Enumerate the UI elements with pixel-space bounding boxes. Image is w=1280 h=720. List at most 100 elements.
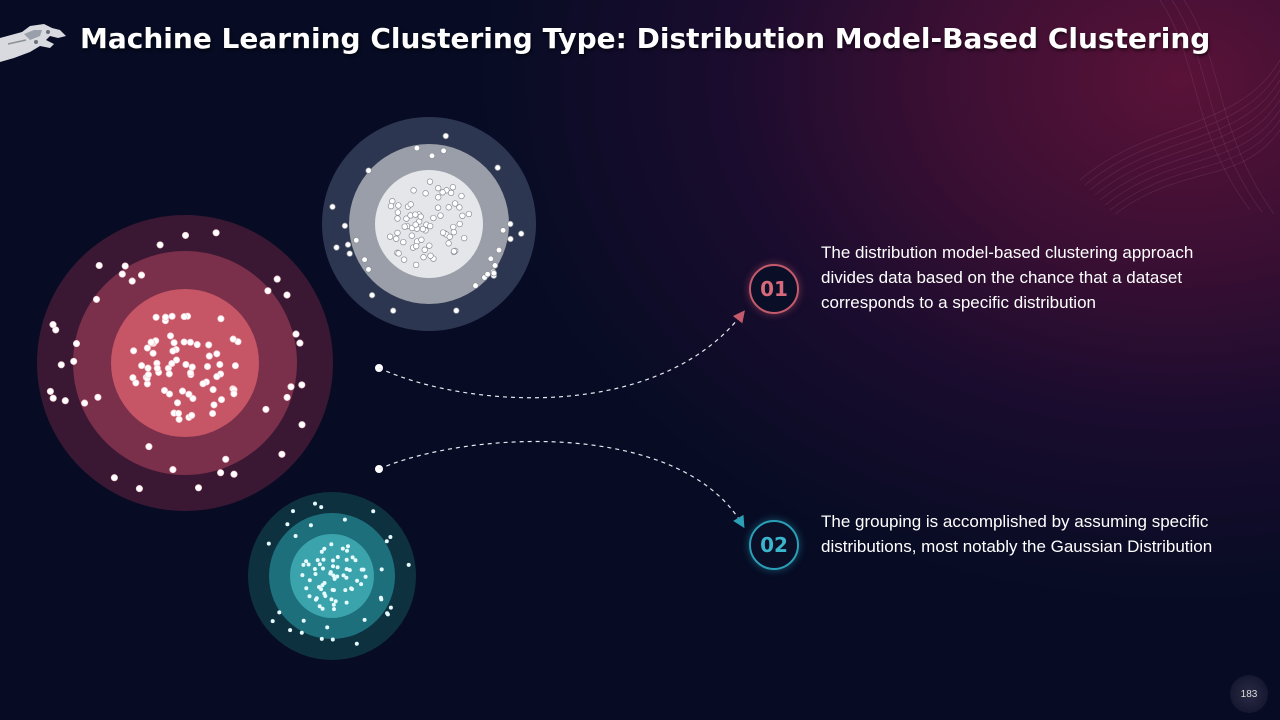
step-description-01: The distribution model-based clustering … — [821, 243, 1194, 312]
cluster-point — [378, 595, 383, 600]
cluster-point — [410, 187, 417, 194]
cluster-point — [430, 214, 437, 222]
cluster-point — [285, 522, 290, 527]
cluster-point — [264, 287, 272, 295]
cluster-point — [315, 558, 320, 563]
cluster-point — [320, 606, 325, 611]
cluster-point — [181, 231, 190, 239]
cluster-point — [168, 312, 176, 320]
cluster-point — [172, 356, 181, 364]
cluster-point — [230, 390, 238, 398]
cluster-point — [341, 222, 349, 229]
cluster-point — [487, 255, 494, 262]
cluster-point — [445, 204, 452, 211]
cluster-point — [417, 213, 424, 220]
cluster-point — [216, 360, 224, 369]
cluster-point — [347, 568, 352, 573]
cluster-point — [308, 523, 313, 528]
cluster-point — [144, 364, 152, 372]
cluster-point — [350, 555, 355, 560]
cluster-point — [312, 567, 317, 571]
cluster-point — [368, 292, 376, 299]
cluster-point — [456, 220, 463, 228]
cluster-point — [160, 386, 169, 395]
step-badge-01: 01 — [749, 264, 799, 314]
cluster-point — [270, 619, 275, 624]
cluster-point — [135, 485, 143, 493]
red-cluster — [37, 215, 333, 511]
cluster-point — [152, 313, 160, 321]
cluster-point — [427, 222, 434, 230]
cluster-point — [426, 242, 433, 249]
cluster-point — [277, 610, 282, 615]
cluster-point — [507, 220, 514, 228]
cluster-point — [217, 396, 226, 404]
cluster-point — [446, 233, 453, 240]
cluster-point — [456, 204, 463, 211]
cluster-point — [499, 227, 507, 234]
cluster-point — [322, 591, 327, 596]
cluster-point — [353, 558, 358, 563]
cluster-point — [413, 144, 421, 152]
cluster-point — [343, 588, 348, 593]
cluster-point — [395, 202, 402, 209]
cluster-point — [453, 307, 460, 314]
cluster-point — [354, 641, 359, 646]
teal-cluster — [248, 492, 416, 660]
cluster-point — [229, 335, 237, 343]
cluster-point — [173, 399, 182, 407]
cluster-point — [283, 393, 291, 401]
cluster-point — [128, 277, 136, 285]
cluster-point — [329, 542, 334, 547]
cluster-point — [299, 630, 304, 635]
cluster-point — [427, 252, 434, 259]
cluster-point — [298, 381, 306, 389]
cluster-point — [168, 359, 176, 368]
cluster-point — [262, 405, 270, 413]
cluster-point — [46, 387, 54, 395]
cluster-point — [335, 565, 340, 570]
cluster-point — [49, 394, 57, 402]
cluster-point — [330, 587, 335, 592]
cluster-point — [458, 192, 465, 200]
cluster-point — [138, 362, 146, 370]
cluster-point — [335, 555, 340, 559]
cluster-point — [344, 557, 349, 562]
cluster-point — [175, 415, 183, 423]
page-title: Machine Learning Clustering Type: Distri… — [80, 22, 1211, 55]
cluster-point — [273, 275, 281, 283]
cluster-point — [507, 235, 514, 243]
cluster-point — [193, 341, 201, 349]
cluster-point — [283, 291, 291, 299]
cluster-point — [331, 602, 336, 607]
cluster-point — [170, 339, 178, 347]
cluster-point — [203, 362, 212, 371]
cluster-point — [450, 223, 457, 231]
cluster-point — [307, 578, 312, 583]
cluster-point — [130, 347, 138, 355]
cluster-point — [344, 241, 352, 248]
cluster-point — [428, 152, 436, 159]
cluster-point — [169, 466, 177, 474]
cluster-point — [145, 443, 153, 451]
cluster-point — [188, 363, 196, 371]
cluster-point — [209, 409, 217, 418]
cluster-point — [490, 270, 498, 277]
cluster-point — [328, 570, 333, 575]
cluster-point — [95, 261, 103, 270]
cluster-point — [161, 313, 170, 321]
cluster-point — [325, 625, 330, 630]
cluster-point — [118, 270, 126, 278]
cluster-point — [331, 564, 335, 569]
cluster-point — [319, 636, 324, 641]
cluster-point — [387, 202, 395, 210]
cluster-point — [217, 315, 225, 323]
cluster-point — [194, 484, 203, 492]
cluster-point — [166, 332, 175, 340]
cluster-point — [394, 215, 401, 222]
cluster-point — [363, 574, 368, 579]
cluster-point — [388, 535, 393, 539]
cluster-point — [169, 347, 177, 355]
cluster-point — [57, 361, 65, 369]
